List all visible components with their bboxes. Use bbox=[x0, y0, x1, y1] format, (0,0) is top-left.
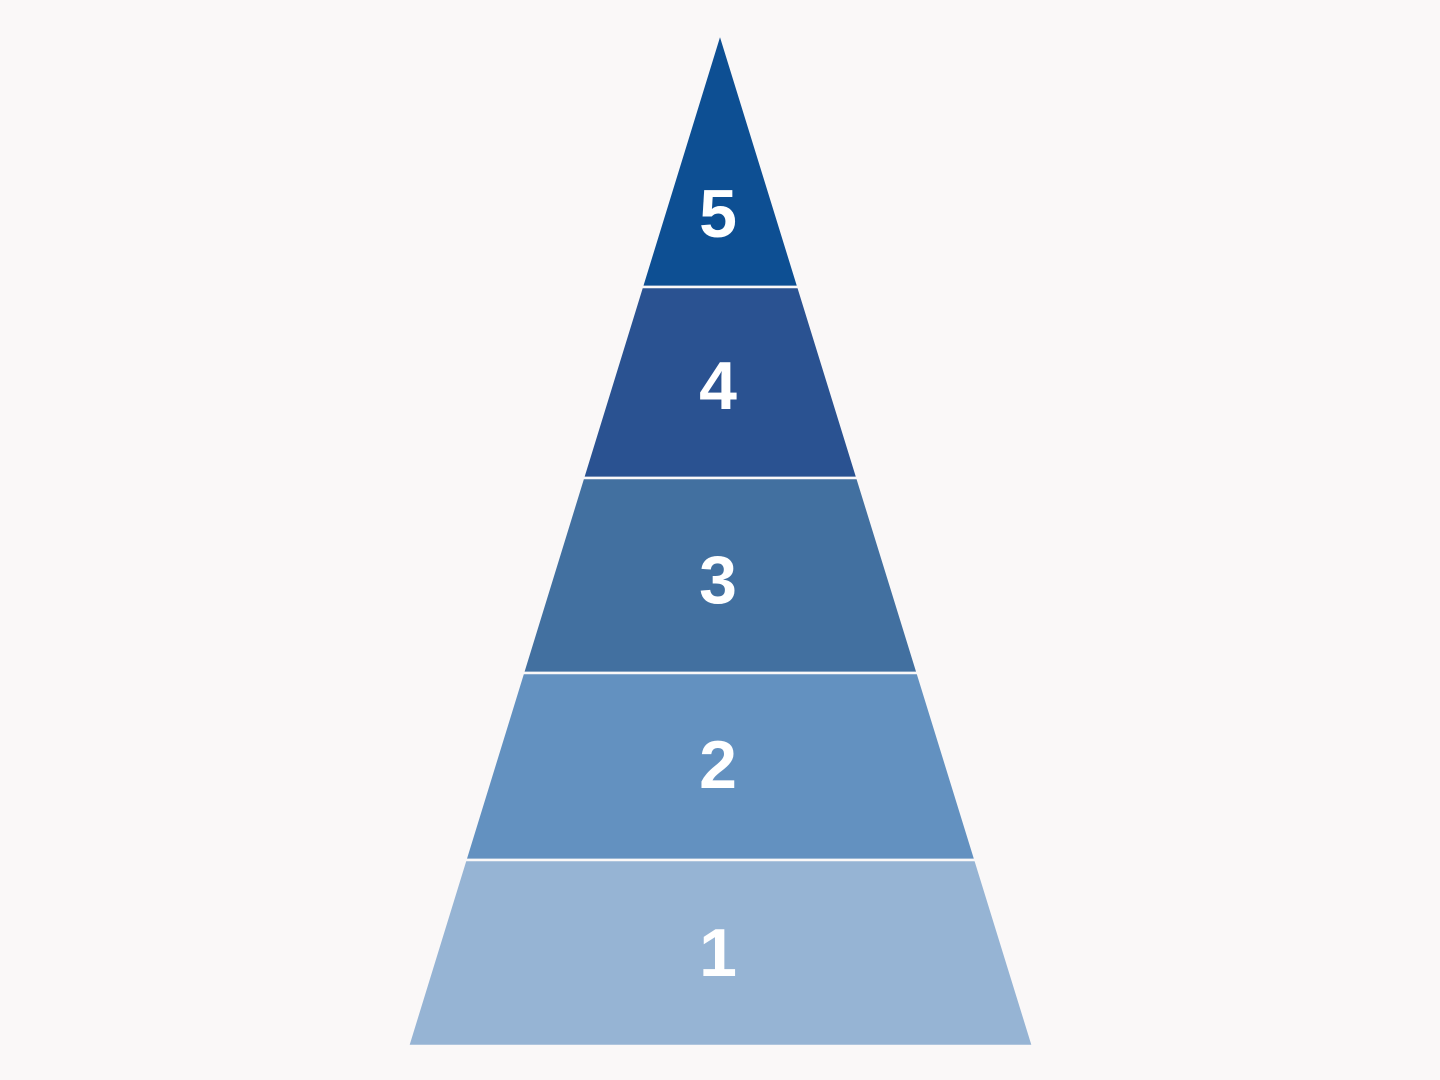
pyramid-level-4[interactable] bbox=[581, 285, 860, 480]
pyramid-level-1[interactable] bbox=[406, 858, 1035, 1048]
pyramid-level-2[interactable] bbox=[463, 671, 978, 862]
pyramid-level-5[interactable] bbox=[640, 28, 801, 289]
pyramid-level-3[interactable] bbox=[521, 476, 920, 675]
pyramid-levels-group bbox=[406, 28, 1035, 1048]
